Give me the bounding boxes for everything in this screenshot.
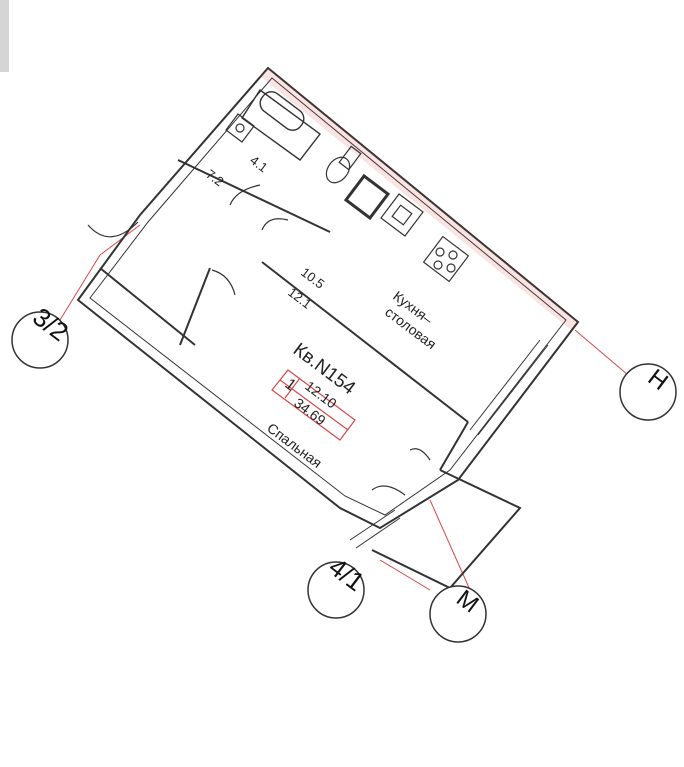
bathroom-area: 4.1 (247, 152, 270, 175)
inner-wall-outline (89, 77, 567, 516)
bedroom-label: Спальная (264, 420, 325, 471)
balcony-outline (371, 469, 522, 590)
bedroom-area: 12.1 (285, 284, 314, 311)
axis-line-3-2 (59, 254, 101, 321)
wall-closet (99, 267, 196, 346)
outer-walls (76, 66, 580, 530)
windows (349, 339, 549, 549)
scrollbar[interactable] (0, 0, 9, 72)
door-bedroom (211, 269, 236, 296)
info-frame (271, 369, 356, 441)
door-bath (229, 184, 261, 206)
hall-area: 7.2 (203, 166, 226, 189)
axis-line-M (429, 499, 471, 591)
door-balcony-1 (409, 448, 431, 461)
axis-line-3-2-b (99, 224, 141, 256)
wall-kitchen-bedroom (261, 261, 469, 423)
axis-line-H (574, 329, 629, 376)
axis-marker-M: М (429, 585, 487, 643)
bathtub (241, 88, 321, 161)
door-balcony-2 (371, 485, 406, 496)
axis-marker-4-1: 4/1 (307, 551, 370, 619)
doors (87, 184, 431, 496)
wall-window-right (439, 421, 469, 471)
wall-bath-hall (177, 159, 331, 233)
toilet (325, 145, 362, 184)
outer-wall-outline (76, 66, 580, 530)
wall-hall (179, 267, 211, 346)
door-entrance (87, 221, 139, 238)
door-kitchen (261, 218, 289, 231)
axis-lines (59, 224, 629, 591)
kitchen-fridge (343, 173, 391, 221)
axis-line-4-1 (379, 559, 431, 591)
kitchen-stove (422, 235, 470, 283)
interior-walls (99, 159, 522, 590)
kitchen-area: 10.5 (298, 264, 327, 291)
axis-marker-H: Н (619, 363, 677, 421)
kitchen-sink (380, 193, 424, 237)
bath-sink (225, 113, 255, 143)
